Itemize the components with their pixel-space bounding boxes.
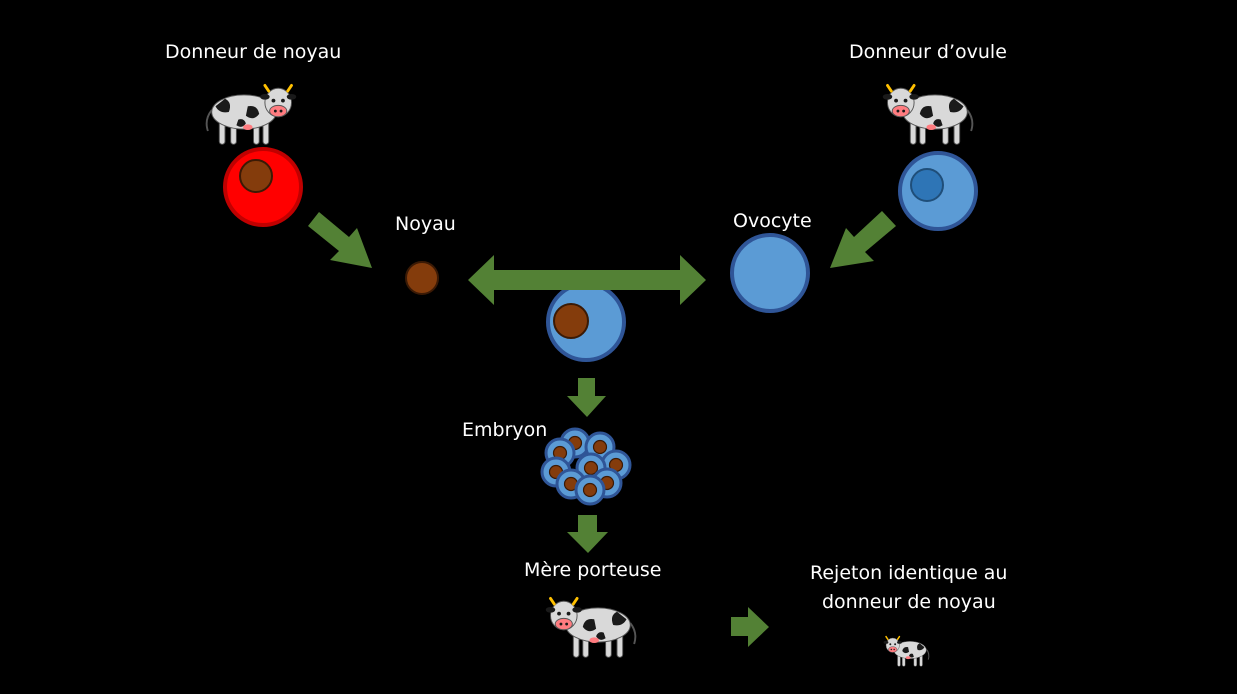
label-offspring-line1: Rejeton identique au [810,562,1008,584]
reconstructed-cell-icon [546,282,626,362]
arrow-icon-down-2 [567,515,608,553]
egg-cell-icon [898,151,978,231]
arrow-icon-egg-to-oocyte [830,211,896,268]
arrow-icon-right [731,607,769,647]
donor-cell-icon [223,147,303,227]
arrow-icon-donor-to-nucleus [308,212,372,268]
label-egg-donor: Donneur d’ovule [849,41,1007,63]
oocyte-icon [730,233,810,313]
label-oocyte: Ovocyte [733,210,812,232]
arrow-icon-down-1 [567,378,606,417]
label-nucleus: Noyau [395,213,456,235]
cow-icon-egg-donor [881,83,974,146]
cow-icon-nucleus-donor [205,83,298,146]
arrow-icon-double-horizontal [468,255,706,305]
embryo-cluster-icon [540,427,632,506]
label-nucleus-donor: Donneur de noyau [165,41,342,63]
cow-icon-offspring [882,635,930,668]
label-embryo: Embryon [462,419,548,441]
cow-icon-surrogate [544,596,637,659]
label-surrogate: Mère porteuse [524,559,662,581]
nucleus-icon [405,261,439,295]
label-offspring-line2: donneur de noyau [822,591,996,613]
